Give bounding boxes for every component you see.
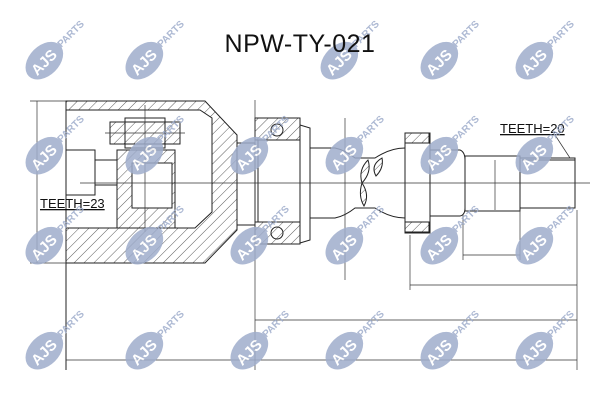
svg-text:PARTS: PARTS: [356, 309, 387, 340]
svg-text:PARTS: PARTS: [451, 204, 482, 235]
svg-text:PARTS: PARTS: [451, 114, 482, 145]
svg-text:PARTS: PARTS: [546, 309, 577, 340]
svg-text:PARTS: PARTS: [356, 114, 387, 145]
teeth-left-label: TEETH=23: [40, 196, 105, 211]
seal-bearing: [236, 100, 346, 370]
shaft: [80, 132, 590, 234]
teeth-right-label: TEETH=20: [500, 121, 565, 136]
svg-text:PARTS: PARTS: [56, 114, 87, 145]
svg-text:PARTS: PARTS: [156, 309, 187, 340]
svg-text:PARTS: PARTS: [451, 309, 482, 340]
svg-text:PARTS: PARTS: [56, 309, 87, 340]
part-number-title: NPW-TY-021: [224, 30, 376, 58]
svg-text:PARTS: PARTS: [261, 309, 292, 340]
